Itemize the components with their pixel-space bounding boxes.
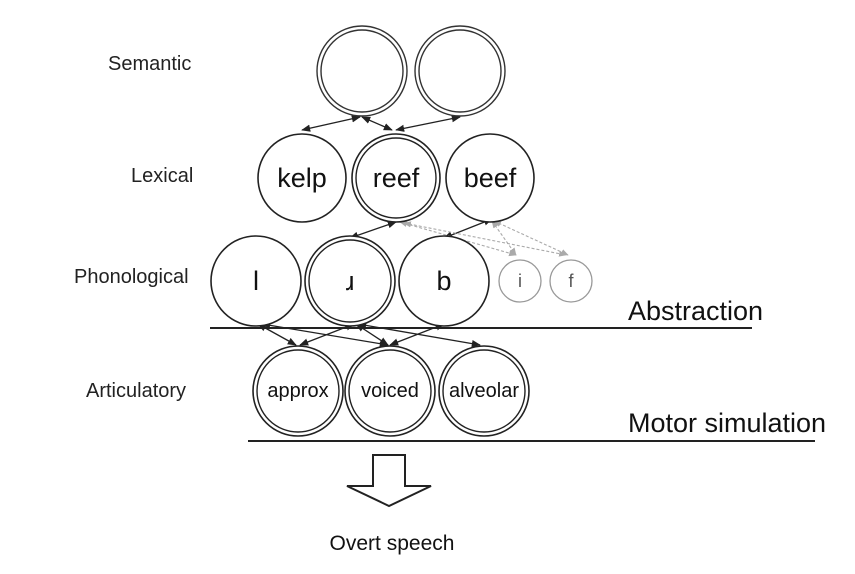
svg-text:voiced: voiced [361,380,419,402]
phonological-node-i: i [498,259,542,303]
lexical-node-kelp: kelp [257,133,347,223]
phonological-node-b: b [398,235,490,327]
svg-text:b: b [436,266,451,296]
semantic-node-2 [414,25,506,117]
svg-text:ɹ: ɹ [346,266,355,296]
abstraction-label: Abstraction [628,296,763,326]
articulatory-node-voiced: voiced [344,345,436,437]
phonological-node-r: ɹ [304,235,396,327]
motor-simulation-label: Motor simulation [628,408,826,438]
svg-text:alveolar: alveolar [449,380,519,402]
lexical-node-reef: reef [351,133,441,223]
svg-text:beef: beef [464,163,517,193]
svg-text:approx: approx [267,380,328,402]
output-label: Overt speech [330,532,455,555]
svg-text:reef: reef [373,163,420,193]
phonological-node-f: f [549,259,593,303]
svg-text:l: l [253,266,259,296]
lexical-node-beef: beef [445,133,535,223]
svg-text:i: i [518,271,522,291]
semantic-node-1 [316,25,408,117]
svg-text:kelp: kelp [277,163,327,193]
level-label-phonological: Phonological [74,266,189,288]
down-arrow-icon [346,454,432,508]
level-label-lexical: Lexical [131,165,193,187]
articulatory-node-alveolar: alveolar [438,345,530,437]
phonological-node-l: l [210,235,302,327]
articulatory-node-approx: approx [252,345,344,437]
semantic-lexical-links [301,115,461,132]
level-label-articulatory: Articulatory [86,380,186,402]
svg-text:f: f [568,271,574,291]
level-label-semantic: Semantic [108,53,191,75]
